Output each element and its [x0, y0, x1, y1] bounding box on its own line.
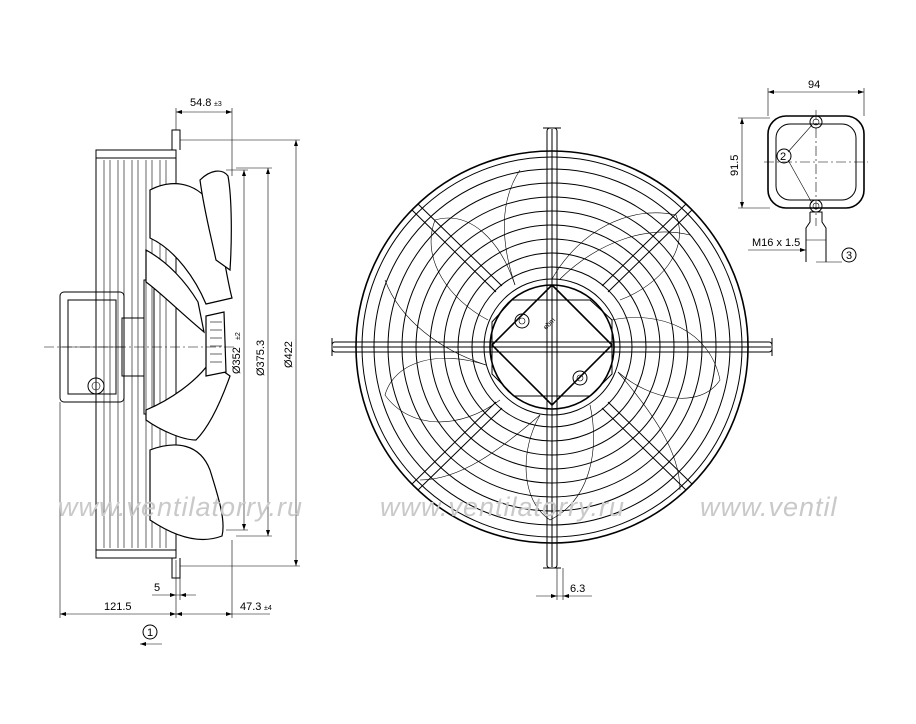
- dim-m16-thread: M16 x 1.5: [752, 237, 800, 249]
- front-dimensions: [536, 568, 592, 600]
- hub-logo: ebm: [542, 317, 557, 332]
- guard-cross-bars: [331, 127, 773, 569]
- side-dimensions: [59, 108, 300, 646]
- dim-5: 5: [154, 582, 160, 594]
- dim-diameter-352-tolerance: ±2: [235, 332, 242, 340]
- dim-91-5: 91.5: [729, 155, 741, 176]
- dim-diameter-422: Ø422: [283, 341, 295, 368]
- front-view: ebm 6.3: [331, 127, 773, 600]
- watermark-text-2: www.ventilatorry.ru: [380, 492, 625, 522]
- callout-1: 1: [147, 627, 153, 639]
- watermark-text-3: www.ventil: [700, 492, 838, 522]
- dim-47-3-tolerance: ±4: [264, 605, 272, 612]
- dim-54-8-tolerance: ±3: [214, 101, 222, 108]
- center-hub: ebm: [489, 283, 615, 410]
- terminal-box-view: [738, 88, 868, 263]
- dim-54-8: 54.8: [190, 97, 211, 109]
- dim-94: 94: [808, 79, 820, 91]
- side-view: 54.8 ±3 Ø352 ±2 Ø375.3 Ø422 5 121.5 47.3…: [44, 97, 300, 646]
- dim-47-3: 47.3: [240, 601, 261, 613]
- watermark: www.ventilatorry.ru www.ventilatorry.ru …: [58, 492, 838, 522]
- dim-6-3: 6.3: [570, 583, 585, 595]
- dim-diameter-352: Ø352: [231, 347, 243, 374]
- callout-2: 2: [780, 151, 786, 163]
- watermark-text-1: www.ventilatorry.ru: [58, 492, 303, 522]
- callout-3: 3: [846, 250, 852, 262]
- dim-121-5: 121.5: [104, 601, 132, 613]
- dim-diameter-375-3: Ø375.3: [255, 340, 267, 376]
- impeller-blades-side: [145, 170, 233, 540]
